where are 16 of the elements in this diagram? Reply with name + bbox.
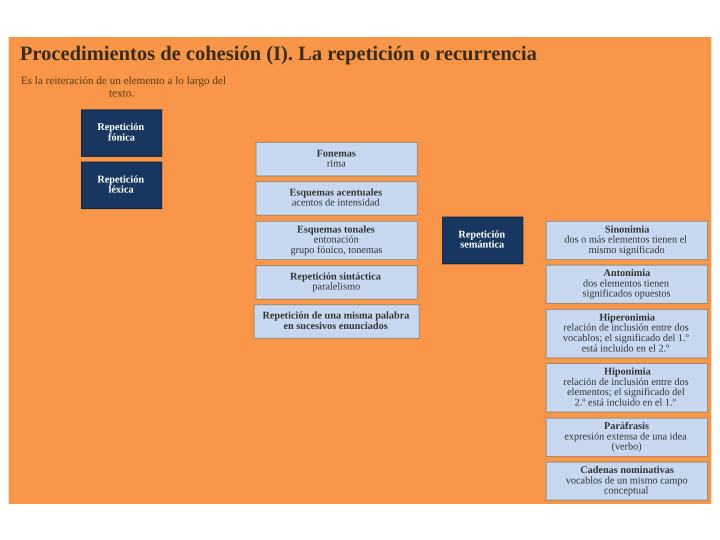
- node-box: Repetición fónica: [81, 108, 162, 156]
- node-box: Cadenas nominativas vocablos de un mismo campo conceptual: [546, 461, 708, 500]
- node-box: Repetición de una misma palabra en sucesivos enunciados: [254, 304, 420, 338]
- node-box: Esquemas acentuales acentos de intensidad: [256, 180, 418, 216]
- node-box: Sinonimia dos o más elementos tienen el mismo significado: [546, 220, 708, 260]
- node-box: Repetición semántica: [442, 216, 524, 264]
- node-box: Paráfrasis expresión extensa de una idea (verbo): [546, 417, 708, 456]
- node-box: Repetición sintáctica paralelismo: [256, 264, 418, 300]
- label: Es la reiteración de un elemento a lo largo del texto.: [20, 74, 226, 99]
- node-box: Fonemas rima: [256, 141, 418, 176]
- node-box: Esquemas tonales entonación grupo fónico, tonemas: [256, 220, 418, 260]
- diagram-title: Procedimientos de cohesión (I). La repetición o recurrencia: [20, 42, 537, 64]
- node-box: Antonimia dos elementos tienen significados opuestos: [546, 264, 708, 304]
- node-box: Repetición léxica: [81, 161, 162, 209]
- node-box: Hiponimia relación de inclusión entre dos elementos; el significado del 2.º está incluido en el 1.º: [546, 362, 708, 412]
- node-box: Hiperonimia relación de inclusión entre dos vocablos; el significado del 1.º está incluido en el 2.º: [546, 308, 708, 358]
